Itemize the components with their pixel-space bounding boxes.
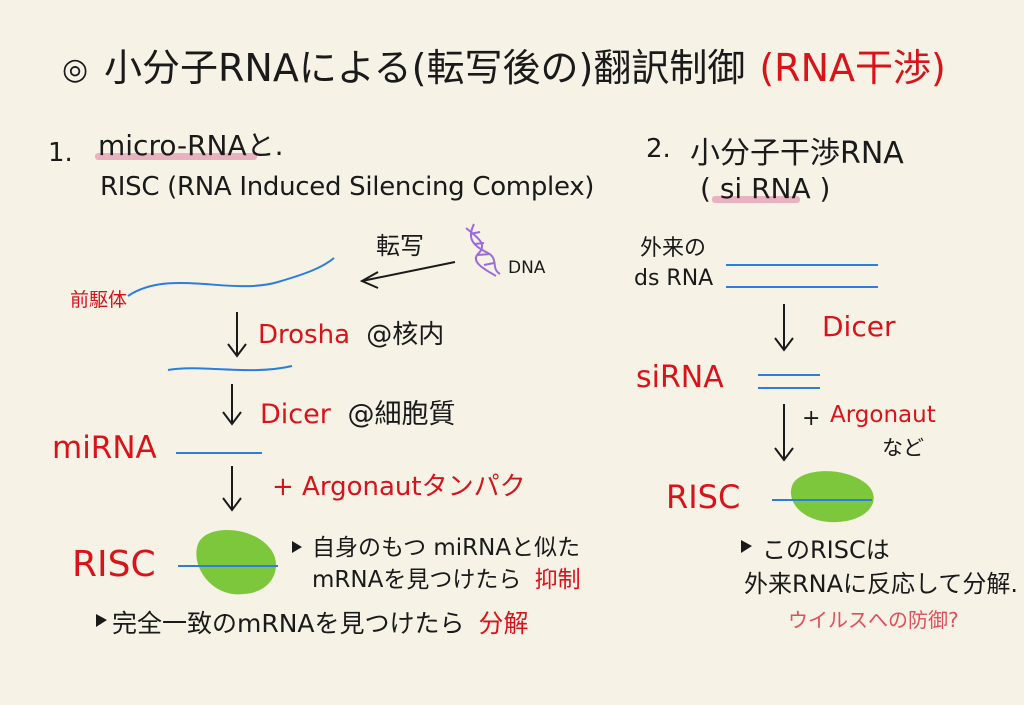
down-arrow-argonaut-right: [774, 404, 794, 462]
dicer-label-right: Dicer: [822, 310, 896, 343]
pre-mirna-strand: [167, 365, 293, 372]
risc-label-left: RISC: [72, 544, 156, 585]
note1-line1: 自身のもつ miRNAと似た: [312, 535, 581, 561]
down-arrow-dicer: [222, 384, 242, 426]
transcription-label: 転写: [376, 232, 424, 260]
dicer-step: Dicer @細胞質: [260, 392, 455, 431]
transcription-arrow: [359, 261, 456, 289]
note1-line2: mRNAを見つけたら 抑制: [312, 560, 581, 594]
dna-helix-icon: [465, 223, 501, 277]
circle-star-icon: ◎: [62, 52, 89, 87]
argonaut-etc: など: [882, 436, 924, 460]
drosha-step: Drosha @核内: [258, 314, 444, 351]
right-note-line2: 外来RNAに反応して分解.: [744, 570, 1018, 598]
right-note-virus: ウイルスへの防御?: [788, 608, 959, 632]
down-arrow-argonaut: [222, 466, 242, 512]
note2: 完全一致のmRNAを見つけたら 分解: [112, 604, 529, 640]
down-arrow-drosha: [227, 312, 247, 358]
down-arrow-dicer-right: [774, 304, 794, 352]
dicer-location: @細胞質: [347, 399, 456, 430]
argonaut-plus-right: +: [802, 406, 821, 431]
risc-complex-right: [790, 471, 874, 523]
dicer-label: Dicer: [260, 399, 331, 430]
exogenous-line2: ds RNA: [634, 266, 714, 291]
mirna-label: miRNA: [52, 430, 157, 466]
title-main: 小分子RNAによる(転写後の)翻訳制御: [104, 46, 746, 90]
risc-complex-left: [196, 529, 276, 595]
right-heading-main: 小分子干渉RNA: [690, 136, 904, 171]
left-heading-main: micro-RNAと.: [98, 129, 284, 162]
precursor-label: 前駆体: [70, 289, 128, 311]
argonaut-label-left: + Argonautタンパク: [272, 472, 526, 502]
drosha-location: @核内: [366, 320, 445, 350]
right-heading-number: 2.: [646, 134, 671, 164]
exogenous-line1: 外来の: [640, 236, 707, 261]
note2-degrade: 分解: [478, 609, 529, 638]
risc-label-right: RISC: [666, 478, 741, 516]
right-heading-sub: ( si RNA ): [700, 172, 831, 205]
left-heading-sub: RISC (RNA Induced Silencing Complex): [100, 172, 595, 202]
micro-rna-highlight: [95, 153, 257, 160]
si-rna-highlight: [712, 196, 800, 203]
precursor-rna-strand: [127, 257, 335, 297]
bullet-triangle-icon: [741, 540, 752, 553]
drosha-label: Drosha: [258, 320, 351, 350]
left-heading-number: 1.: [48, 138, 73, 168]
argonaut-label-right: Argonaut: [830, 402, 936, 428]
sirna-label: siRNA: [636, 360, 724, 395]
note2-text: 完全一致のmRNAを見つけたら: [112, 609, 465, 638]
note1-suppress: 抑制: [534, 567, 581, 593]
title-icon: ◎: [62, 55, 88, 85]
title-highlight: (RNA干渉): [759, 46, 946, 90]
dna-label: DNA: [508, 258, 546, 278]
note1-text: mRNAを見つけたら: [312, 567, 522, 593]
right-note-line1: このRISCは: [762, 536, 890, 564]
bullet-triangle-icon: [292, 541, 302, 553]
bullet-triangle-icon: [96, 614, 107, 627]
page-title: 小分子RNAによる(転写後の)翻訳制御 (RNA干渉): [104, 46, 946, 92]
